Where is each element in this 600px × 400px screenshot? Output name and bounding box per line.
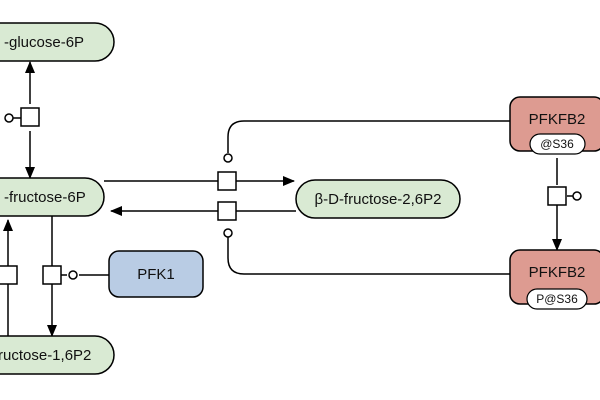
node-pfk1[interactable]: PFK1 <box>108 250 204 298</box>
process-node-pfk1 <box>42 265 62 285</box>
node-pfkfb2-bottom-label: PFKFB2 <box>529 264 586 281</box>
node-pfkfb2-top[interactable]: PFKFB2 @S36 <box>509 96 600 155</box>
node-fructose-2-6p2[interactable]: β-D-fructose-2,6P2 <box>295 179 461 219</box>
node-pfk1-label: PFK1 <box>137 266 175 283</box>
modulation-circle-pfkfb2 <box>572 191 582 201</box>
process-node-left <box>0 265 18 285</box>
modulation-circle-pfk1 <box>68 270 78 280</box>
state-badge-bottom-label: P@S36 <box>536 292 578 306</box>
edge-pfkfb2-top-modulation <box>227 120 510 153</box>
process-node-pfkfb2 <box>547 186 567 206</box>
node-fructose-6p-label: -fructose-6P <box>4 189 86 206</box>
state-badge-bottom <box>526 288 588 310</box>
process-node-forward <box>217 171 237 191</box>
node-fructose-1-6p2-label: ructose-1,6P2 <box>0 347 91 364</box>
modulation-circle-top-process <box>223 153 233 163</box>
state-badge-top-label: @S36 <box>540 137 574 151</box>
node-fructose-2-6p2-label: β-D-fructose-2,6P2 <box>314 191 441 208</box>
edge-pfkfb2-bottom-modulation <box>227 237 510 275</box>
modulation-circle-bottom-process <box>223 228 233 238</box>
modulation-circle-left-top <box>4 113 14 123</box>
process-node-reverse <box>217 201 237 221</box>
process-node-glucose-fructose <box>20 107 40 127</box>
node-pfkfb2-top-label: PFKFB2 <box>529 111 586 128</box>
node-fructose-1-6p2[interactable]: ructose-1,6P2 <box>0 335 115 375</box>
node-fructose-6p[interactable]: -fructose-6P <box>0 177 105 217</box>
node-glucose-6p-label: -glucose-6P <box>4 34 84 51</box>
state-badge-top <box>529 133 586 155</box>
node-pfkfb2-bottom[interactable]: PFKFB2 P@S36 <box>509 249 600 310</box>
node-glucose-6p[interactable]: -glucose-6P <box>0 22 115 62</box>
